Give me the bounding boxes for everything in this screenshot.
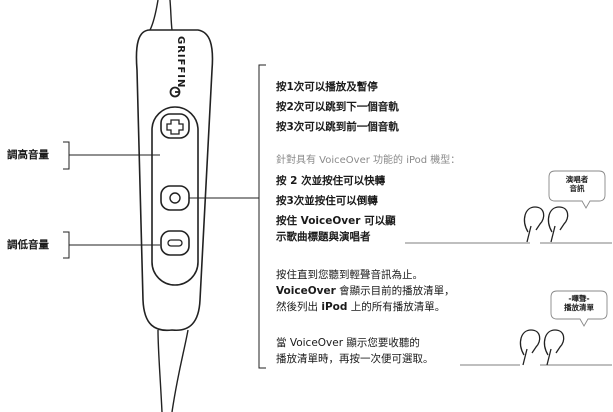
- bubble-playlist-line2: 播放清單: [564, 303, 594, 313]
- earphones-icon: [523, 206, 569, 243]
- minus-icon: [167, 239, 183, 247]
- instruction-press-1: 按1次可以播放及暫停: [276, 81, 378, 93]
- hold-voiceover-pre: 按住: [276, 215, 301, 227]
- volume-down-label: 調低音量: [7, 239, 49, 251]
- volume-up-label: 調高音量: [7, 149, 49, 161]
- playlist-line-3-pre: 然後列出: [276, 301, 322, 313]
- instruction-press-2: 按2次可以跳到下一個音軌: [276, 101, 399, 113]
- brand-logo-text: GRIFFIN: [175, 36, 186, 89]
- instructions-bracket: [258, 64, 266, 369]
- circle-icon: [169, 192, 181, 204]
- center-button[interactable]: [160, 185, 190, 211]
- bubble-playlist-line1: -嗶聲-: [568, 294, 590, 303]
- bubble-artist-text: 演唱者 音訊: [552, 175, 602, 194]
- bubble-artist-line2: 音訊: [569, 184, 585, 194]
- cable-bottom-left: [157, 329, 163, 412]
- playlist-line-2-post: 會顯示目前的播放清單，: [335, 285, 455, 297]
- instruction-hold-voiceover: 按住 VoiceOver 可以顯: [276, 214, 396, 229]
- bubble-artist-line1: 演唱者: [565, 175, 589, 184]
- instruction-press-3: 按3次可以跳到前一個音軌: [276, 121, 399, 133]
- volume-up-bracket: [63, 141, 70, 170]
- cable-top: [149, 0, 159, 31]
- playlist-line-3-bold: iPod: [321, 301, 348, 313]
- playlist-line-3-post: 上的所有播放清單。: [347, 301, 446, 313]
- select-line-2: 播放清單時，再按一次便可選取。: [276, 353, 434, 365]
- playlist-line-3: 然後列出 iPod 上的所有播放清單。: [276, 300, 445, 315]
- hold-voiceover-bold: VoiceOver: [300, 215, 361, 227]
- instruction-press-3-hold: 按3次並按住可以倒轉: [276, 195, 378, 207]
- cable-bottom-right: [171, 329, 189, 412]
- volume-up-button[interactable]: [160, 113, 190, 139]
- playlist-line-1: 按住直到您聽到輕聲音訊為止。: [276, 269, 423, 281]
- cable-top-right: [169, 0, 173, 31]
- instruction-hold-voiceover-line2: 示歌曲標題與演唱者: [276, 231, 371, 243]
- griffin-logo-icon: [169, 86, 181, 98]
- hold-voiceover-post: 可以顯: [360, 215, 396, 227]
- plus-icon: [166, 119, 184, 135]
- speech-bubble-playlist: [550, 290, 608, 327]
- instruction-press-2-hold: 按 2 次並按住可以快轉: [276, 175, 386, 187]
- voiceover-heading: 針對具有 VoiceOver 功能的 iPod 機型：: [276, 155, 461, 166]
- volume-down-bracket: [63, 231, 70, 259]
- playlist-line-2-bold: VoiceOver: [276, 285, 336, 297]
- volume-down-button[interactable]: [160, 230, 190, 256]
- speech-bubble-artist: [548, 170, 606, 209]
- playlist-line-2: VoiceOver 會顯示目前的播放清單，: [276, 284, 455, 299]
- select-line-1: 當 VoiceOver 顯示您要收聽的: [276, 337, 420, 349]
- earphones-icon: [519, 329, 565, 366]
- bubble-playlist-text: -嗶聲- 播放清單: [553, 294, 605, 313]
